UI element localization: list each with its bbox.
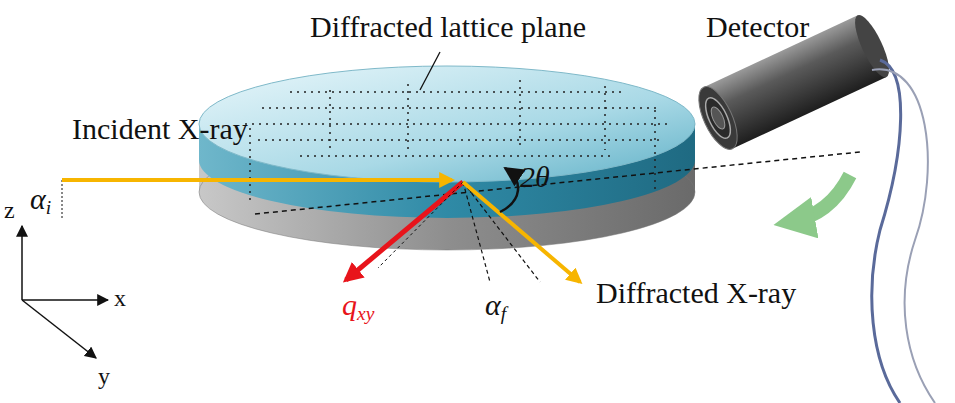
axis-label: y [98,364,110,388]
cable [872,69,935,403]
beam-label: Incident X-ray [72,114,248,144]
projection-line [463,182,540,282]
vector-label: qxy [342,290,374,323]
leader-line [420,52,440,90]
angle-marker [62,180,63,218]
detector-symbol [691,11,896,155]
projection-line [378,182,463,268]
cable [872,60,901,403]
detector-label: Detector [706,12,809,42]
incident-beam [62,178,452,182]
angle-label: αi [30,184,51,217]
axis-label: z [4,198,15,222]
plane-label: Diffracted lattice plane [310,12,586,42]
beam-label: Diffracted X-ray [596,278,796,308]
axis-label: x [114,286,126,310]
angle-label: αf [485,290,506,323]
projection-line [463,182,490,282]
rotation-arrow [790,175,850,222]
q-vector [346,182,463,280]
angle-label: 2θ [520,162,550,192]
diffracted-beam [463,182,580,282]
reference-line [255,152,860,214]
axes [22,226,108,358]
angle-arc [500,168,518,212]
